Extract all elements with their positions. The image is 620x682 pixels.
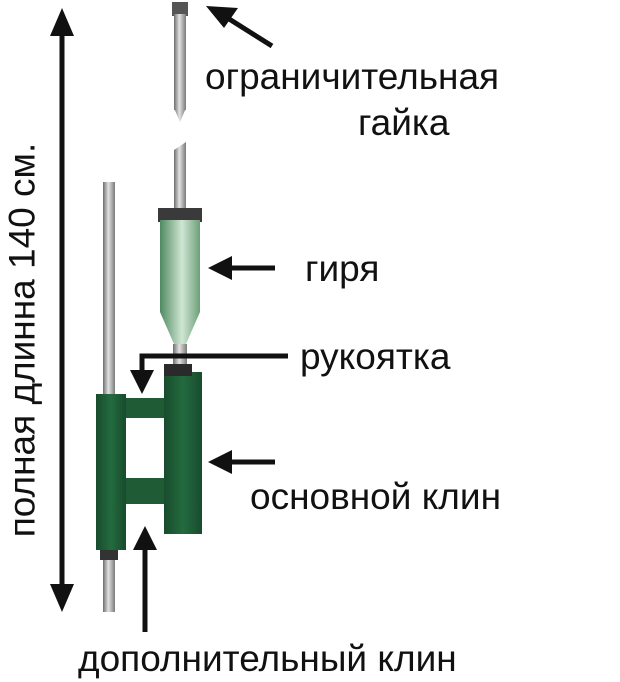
arrow-to-main-wedge <box>208 450 275 474</box>
upper-rod <box>172 2 188 210</box>
weight-shape <box>158 208 202 372</box>
main-wedge-label: основной клин <box>250 476 501 517</box>
arrow-to-extra-wedge <box>133 526 157 632</box>
extra-wedge-label: дополнительный клин <box>78 638 457 679</box>
limiting-nut-label-line2: гайка <box>358 102 450 143</box>
arrow-to-nut <box>206 6 274 49</box>
handle-label: рукоятка <box>300 336 451 377</box>
limiting-nut-shape <box>172 2 188 16</box>
left-rod <box>100 182 118 612</box>
arrow-to-handle <box>130 353 288 394</box>
weight-label: гиря <box>305 248 380 289</box>
length-dimension-arrow <box>50 8 74 612</box>
arrow-to-weight <box>208 256 275 280</box>
limiting-nut-label-line1: ограничительная <box>205 56 500 97</box>
main-wedge-shape <box>96 364 202 550</box>
total-length-label: полная длинна 140 см. <box>1 142 43 538</box>
